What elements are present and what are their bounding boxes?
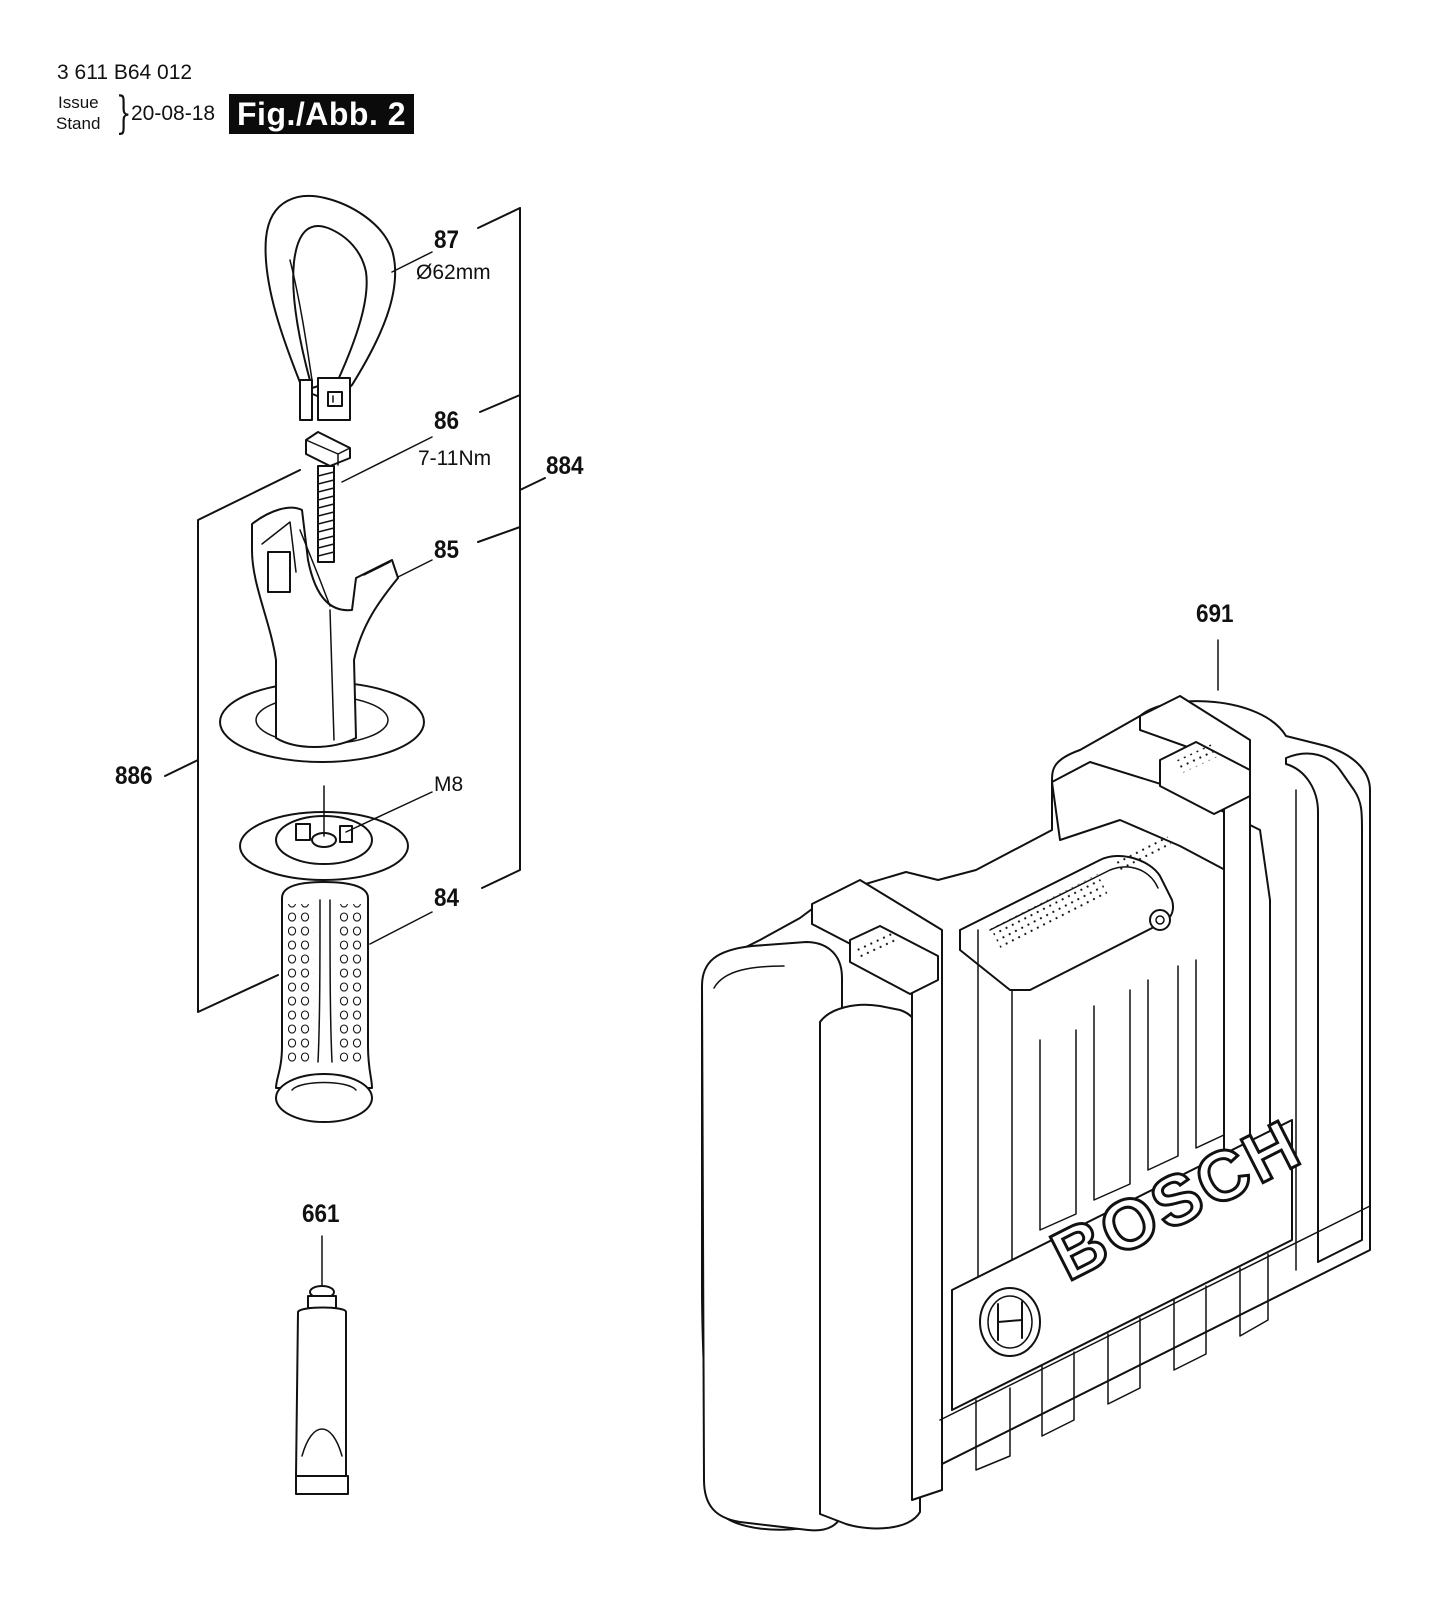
stand-label: Stand [56,114,101,133]
part-label-661: 661 [302,1200,340,1228]
assembly-frame-884 [477,207,546,889]
part-label-884: 884 [546,452,584,480]
handle-collar-part-85 [219,506,433,763]
part-label-87: 87 [434,226,460,254]
part-spec-86: 7-11Nm [418,447,492,470]
issue-date: 20-08-18 [131,102,216,125]
issue-label: Issue [58,93,99,112]
part-spec-87: Ø62mm [416,261,491,284]
part-label-86: 86 [434,407,460,435]
brace-icon: } [116,88,132,139]
clamping-screw-part-86 [305,431,433,563]
grease-tube-part-661 [295,1235,349,1495]
part-label-m8: M8 [434,773,464,796]
screw-thread [317,471,335,557]
document-number: 3 611 B64 012 [57,61,193,84]
part-label-84: 84 [434,884,460,912]
brand-logo-icon [979,1287,1041,1357]
part-label-886: 886 [115,762,153,790]
grip-handle-part-84 [239,785,433,1123]
part-label-691: 691 [1196,600,1234,628]
carrying-case-part-691: BOSCH [701,639,1371,1532]
part-label-85: 85 [434,536,460,564]
figure-badge: Fig./Abb. 2 [229,94,415,134]
assembly-frame-886 [164,469,301,1013]
depth-gauge-strap-part-87 [264,195,433,421]
